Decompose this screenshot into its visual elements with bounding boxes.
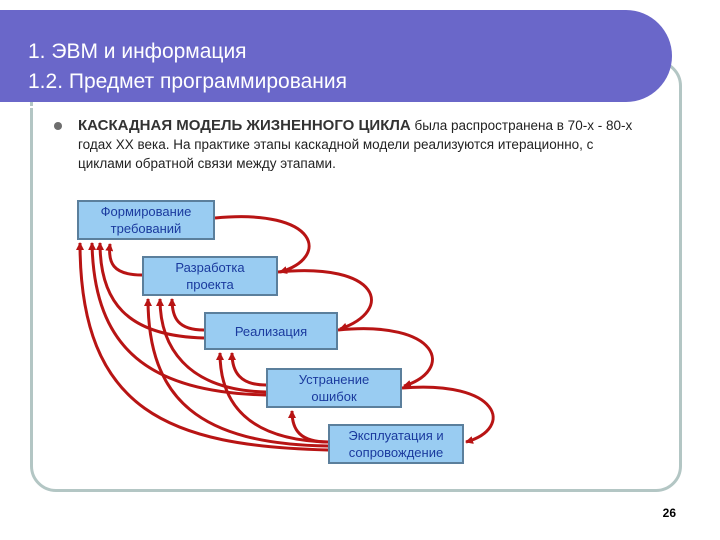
page-number: 26 <box>662 506 676 520</box>
arrow-back-3-1 <box>96 242 205 340</box>
stage-operation: Эксплуатация и сопровождение <box>328 424 464 464</box>
arrow-back-5-2 <box>144 298 329 448</box>
arrow-back-5-1 <box>76 242 329 452</box>
slide-header: 1. ЭВМ и информация 1.2. Предмет програм… <box>0 10 672 108</box>
stage-debugging-label: Устранение ошибок <box>298 372 370 404</box>
arrow-back-4-1 <box>88 242 267 397</box>
stage-design-label: Разработка проекта <box>175 260 245 292</box>
slide-title-line-2: 1.2. Предмет программирования <box>28 70 347 93</box>
arrow-back-5-4 <box>288 410 329 444</box>
stage-requirements: Формирование требований <box>77 200 215 240</box>
body-lead: КАСКАДНАЯ МОДЕЛЬ ЖИЗНЕННОГО ЦИКЛА <box>78 117 411 134</box>
stage-requirements-label: Формирование требований <box>100 204 192 236</box>
stage-operation-label: Эксплуатация и сопровождение <box>348 428 444 460</box>
arrow-forward-1 <box>214 215 311 274</box>
arrow-back-2-1 <box>105 243 143 277</box>
stage-implementation-label: Реализация <box>234 323 308 339</box>
body-text: была распространена в 70-х - 80-х годах … <box>78 118 633 171</box>
arrow-back-4-3 <box>228 352 267 387</box>
arrow-forward-3 <box>337 327 434 388</box>
header-underline <box>0 106 636 108</box>
stage-debugging: Устранение ошибок <box>266 368 402 408</box>
stage-implementation: Реализация <box>204 312 338 350</box>
arrow-back-5-3 <box>216 352 329 444</box>
arrow-back-3-2 <box>168 298 205 332</box>
slide-title-line-1: 1. ЭВМ и информация <box>28 40 247 63</box>
stage-design: Разработка проекта <box>142 256 278 296</box>
arrow-back-4-2 <box>156 298 267 394</box>
arrow-forward-2 <box>277 269 373 331</box>
arrow-forward-4 <box>401 385 495 444</box>
body-paragraph: КАСКАДНАЯ МОДЕЛЬ ЖИЗНЕННОГО ЦИКЛА была р… <box>78 116 650 173</box>
bullet-icon <box>54 122 62 130</box>
